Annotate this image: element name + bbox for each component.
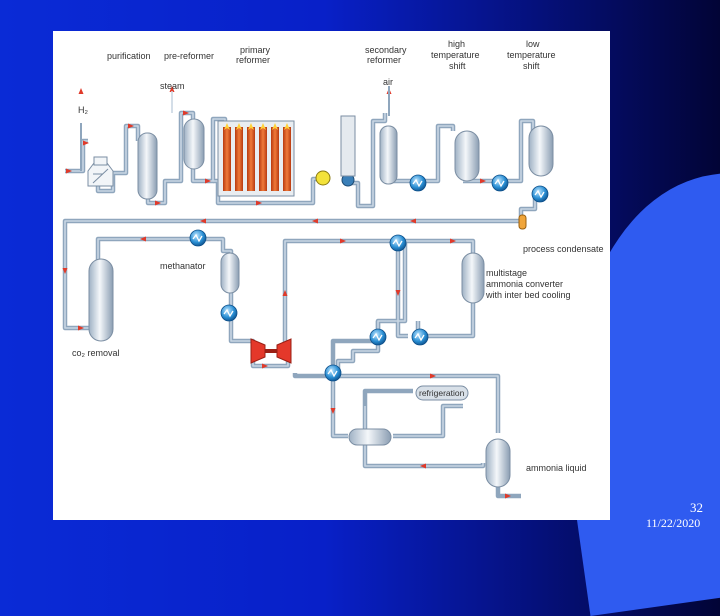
secondary-reformer-vessel <box>379 125 398 185</box>
heat-exchanger-icon <box>189 229 207 247</box>
low-temperature-shift-vessel <box>528 125 554 177</box>
heat-exchanger-icon <box>411 328 429 346</box>
ammonia-converter-vessel <box>461 252 485 304</box>
pre-reformer-vessel <box>183 118 205 170</box>
methanator-vessel <box>220 252 240 294</box>
ammonia-liquid-vessel <box>485 438 511 488</box>
label-hts-line1: high <box>448 39 465 49</box>
label-ammonia-liquid: ammonia liquid <box>526 463 587 473</box>
label-primary-reformer-line2: reformer <box>236 55 270 65</box>
condensate-trap <box>518 214 527 230</box>
inlet-lines <box>80 86 390 171</box>
purification-unit <box>87 156 114 187</box>
label-lts-line1: low <box>526 39 540 49</box>
label-co2-removal: co₂ removal <box>72 348 120 358</box>
slide-number: 32 <box>690 500 703 515</box>
label-secondary-reformer-line2: reformer <box>367 55 401 65</box>
stack <box>340 115 356 177</box>
label-converter-line2: ammonia converter <box>486 279 563 289</box>
label-converter-line1: multistage <box>486 268 527 278</box>
label-converter-line3: with inter bed cooling <box>485 290 571 300</box>
label-hts-line3: shift <box>449 61 466 71</box>
label-process-condensate: process condensate <box>523 244 604 254</box>
primary-reformer-furnace <box>217 120 295 197</box>
heat-exchanger-icon <box>409 174 427 192</box>
label-purification: purification <box>107 51 151 61</box>
label-methanator: methanator <box>160 261 206 271</box>
purification-vessel <box>137 132 158 200</box>
refrigeration-unit <box>415 385 469 401</box>
label-lts-line2: temperature <box>507 50 556 60</box>
heat-exchanger-icon <box>389 234 407 252</box>
separator-drum <box>348 428 392 446</box>
label-primary-reformer-line1: primary <box>240 45 271 55</box>
heat-exchanger-icon <box>324 364 342 382</box>
label-hts-line2: temperature <box>431 50 480 60</box>
label-air: air <box>383 77 393 87</box>
label-steam: steam <box>160 81 185 91</box>
slide-date: 11/22/2020 <box>646 516 701 530</box>
co2-removal-vessel <box>88 258 114 342</box>
heat-exchanger-icon <box>369 328 387 346</box>
pipe-network <box>62 110 538 499</box>
label-lts-line3: shift <box>523 61 540 71</box>
ammonia-process-diagram: purification pre-reformer primary reform… <box>53 31 610 520</box>
label-secondary-reformer-line1: secondary <box>365 45 407 55</box>
steam-drum-icon <box>315 170 331 186</box>
heat-exchanger-icon <box>531 185 549 203</box>
heat-exchanger-icon <box>220 304 238 322</box>
label-h2: H₂ <box>78 105 88 115</box>
label-refrigeration: refrigeration <box>419 388 465 398</box>
heat-exchanger-icon <box>491 174 509 192</box>
label-pre-reformer: pre-reformer <box>164 51 214 61</box>
compressor <box>250 338 292 364</box>
high-temperature-shift-vessel <box>454 130 480 182</box>
